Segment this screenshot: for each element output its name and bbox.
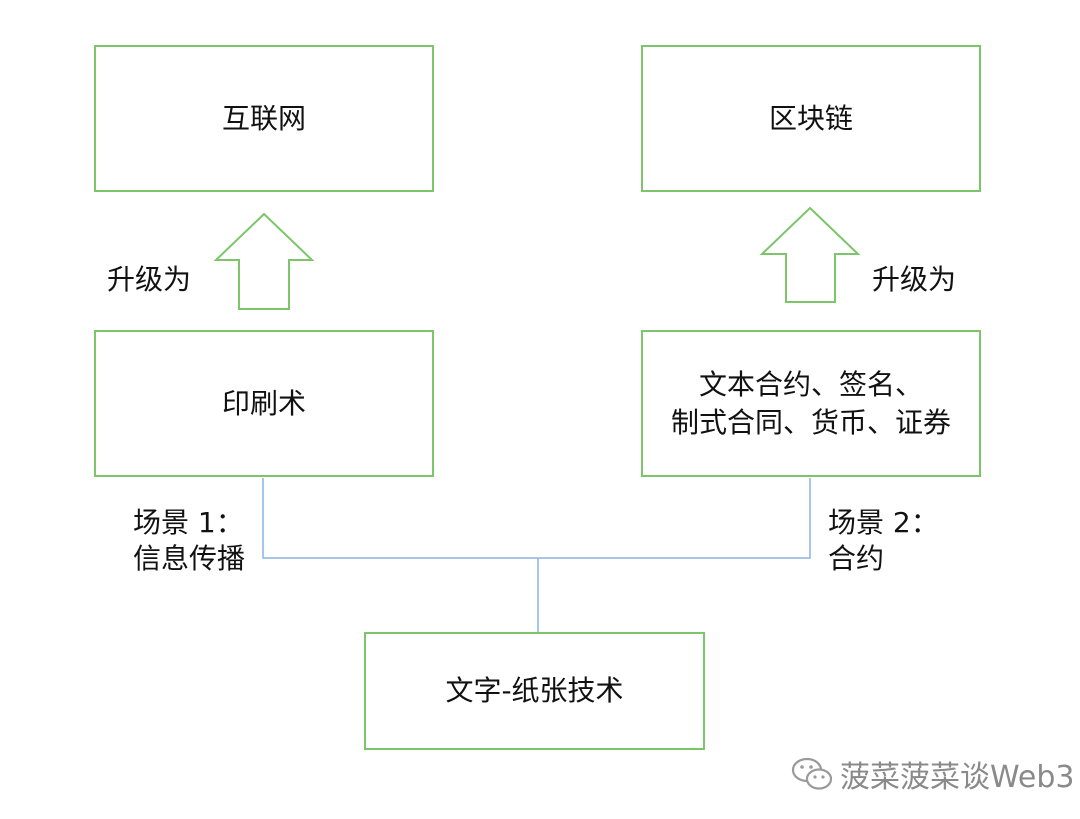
printing-label: 印刷术 xyxy=(221,386,306,420)
wechat-icon xyxy=(791,757,833,790)
watermark-text: 菠菜菠菜谈Web3 xyxy=(840,760,1075,795)
watermark: 菠菜菠菜谈Web3 xyxy=(790,752,1075,796)
contracts-label-line1: 文本合约、签名、 xyxy=(698,367,923,401)
internet-box: 互联网 xyxy=(94,45,434,192)
contracts-label-line2: 制式合同、货币、证券 xyxy=(670,405,951,439)
upgrade-arrow-right xyxy=(759,206,861,303)
writing-paper-box: 文字-纸张技术 xyxy=(364,632,705,750)
scene1-title: 场景 1： xyxy=(133,506,244,539)
scene1-desc: 信息传播 xyxy=(133,542,246,575)
blockchain-box: 区块链 xyxy=(641,45,981,192)
blockchain-label: 区块链 xyxy=(768,101,853,135)
upgrade-arrow-left xyxy=(213,212,315,310)
scene2-desc: 合约 xyxy=(828,542,885,575)
internet-label: 互联网 xyxy=(221,101,306,135)
scene2-title: 场景 2： xyxy=(828,506,939,539)
printing-box: 印刷术 xyxy=(94,330,434,477)
upgrade-label-right: 升级为 xyxy=(872,263,957,296)
writing-paper-label: 文字-纸张技术 xyxy=(445,674,624,707)
connector-tree xyxy=(262,478,811,559)
contracts-box: 文本合约、签名、 制式合同、货币、证券 xyxy=(641,330,981,477)
upgrade-label-left: 升级为 xyxy=(107,263,192,296)
